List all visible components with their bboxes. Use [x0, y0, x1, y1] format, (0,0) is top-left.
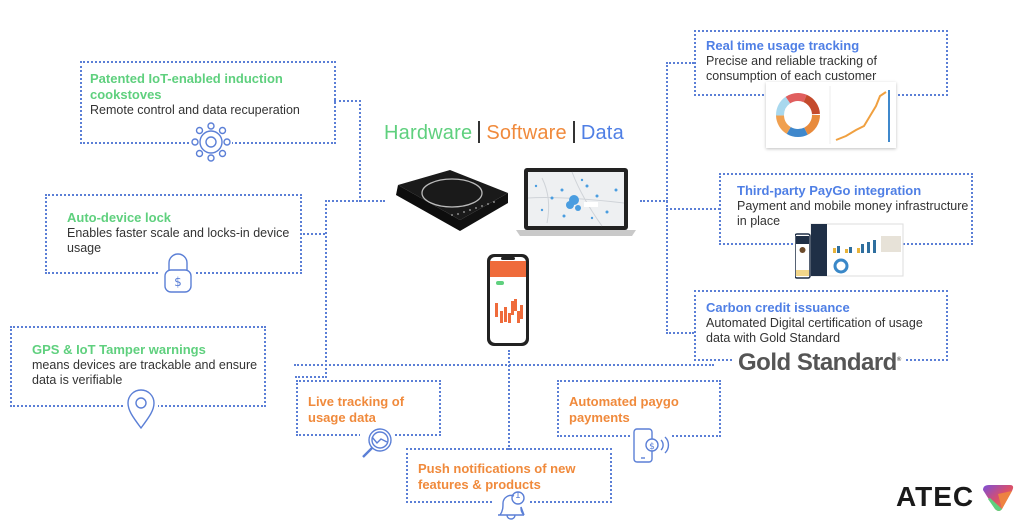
connector-line — [334, 100, 361, 102]
feature-description: Precise and reliable tracking of consump… — [706, 54, 877, 83]
feature-title: Third-party PayGo integration — [737, 183, 922, 198]
phone-app-image — [486, 253, 530, 347]
headline-separator — [572, 121, 575, 143]
connector-line — [359, 100, 361, 202]
connector-line — [294, 364, 714, 366]
usage-dashboard-screenshot — [766, 82, 896, 148]
headline-data: Data — [580, 122, 624, 144]
svg-text:$: $ — [174, 275, 182, 289]
headline: Hardware Software Data — [384, 121, 624, 145]
connector-line — [666, 62, 694, 64]
magnifier-chart-icon — [360, 426, 394, 460]
feature-description: Remote control and data recuperation — [90, 103, 300, 117]
feature-description: Payment and mobile money infrastructure … — [737, 199, 969, 228]
feature-box-usage-tracking: Real time usage tracking Precise and rel… — [694, 30, 948, 96]
phone-payment-icon: $ — [632, 428, 672, 464]
svg-text:$: $ — [649, 442, 655, 452]
headline-software: Software — [486, 122, 567, 144]
feature-box-carbon-credit: Carbon credit issuance Automated Digital… — [694, 290, 948, 361]
location-pin-icon — [124, 388, 158, 430]
feature-description: Enables faster scale and locks-in device… — [67, 226, 290, 255]
connector-line — [666, 208, 720, 210]
feature-title: Real time usage tracking — [706, 38, 860, 53]
connector-line — [508, 350, 510, 450]
connector-line — [666, 62, 668, 334]
connector-line — [295, 376, 327, 378]
headline-separator — [478, 121, 481, 143]
feature-title: Live tracking of usage data — [308, 394, 405, 425]
gear-network-icon — [190, 121, 232, 163]
notification-badge: 1 — [515, 491, 521, 501]
paygo-dashboard-screenshot — [794, 222, 905, 280]
padlock-dollar-icon: $ — [160, 252, 196, 294]
feature-description: means devices are trackable and ensure d… — [32, 358, 258, 387]
atec-logo-text: ATEC — [896, 481, 975, 512]
connector-line — [325, 200, 327, 378]
feature-box-gps: GPS & IoT Tamper warnings means devices … — [10, 326, 266, 407]
atec-logo-icon — [980, 482, 1016, 514]
induction-cookstove-image — [390, 165, 510, 240]
headline-hardware: Hardware — [384, 122, 473, 144]
connector-line — [325, 200, 385, 202]
feature-description: Automated Digital certification of usage… — [706, 316, 923, 345]
laptop-map-image — [512, 168, 640, 238]
feature-title: Push notifications of new features & pro… — [418, 461, 576, 492]
feature-title: Patented IoT-enabled induction cookstove… — [90, 71, 283, 102]
feature-title: Auto-device lock — [67, 210, 172, 225]
gold-standard-logo-text: Gold Standard — [738, 349, 897, 376]
gold-standard-logo: Gold Standard® — [734, 346, 905, 377]
connector-line — [300, 233, 325, 235]
bell-notification-icon: 1 — [494, 489, 528, 523]
feature-title: Automated paygo payments — [569, 394, 679, 425]
feature-title: Carbon credit issuance — [706, 300, 850, 315]
connector-line — [640, 200, 668, 202]
connector-line — [666, 332, 694, 334]
feature-title: GPS & IoT Tamper warnings — [32, 342, 206, 357]
feature-box-cookstoves: Patented IoT-enabled induction cookstove… — [80, 61, 336, 144]
